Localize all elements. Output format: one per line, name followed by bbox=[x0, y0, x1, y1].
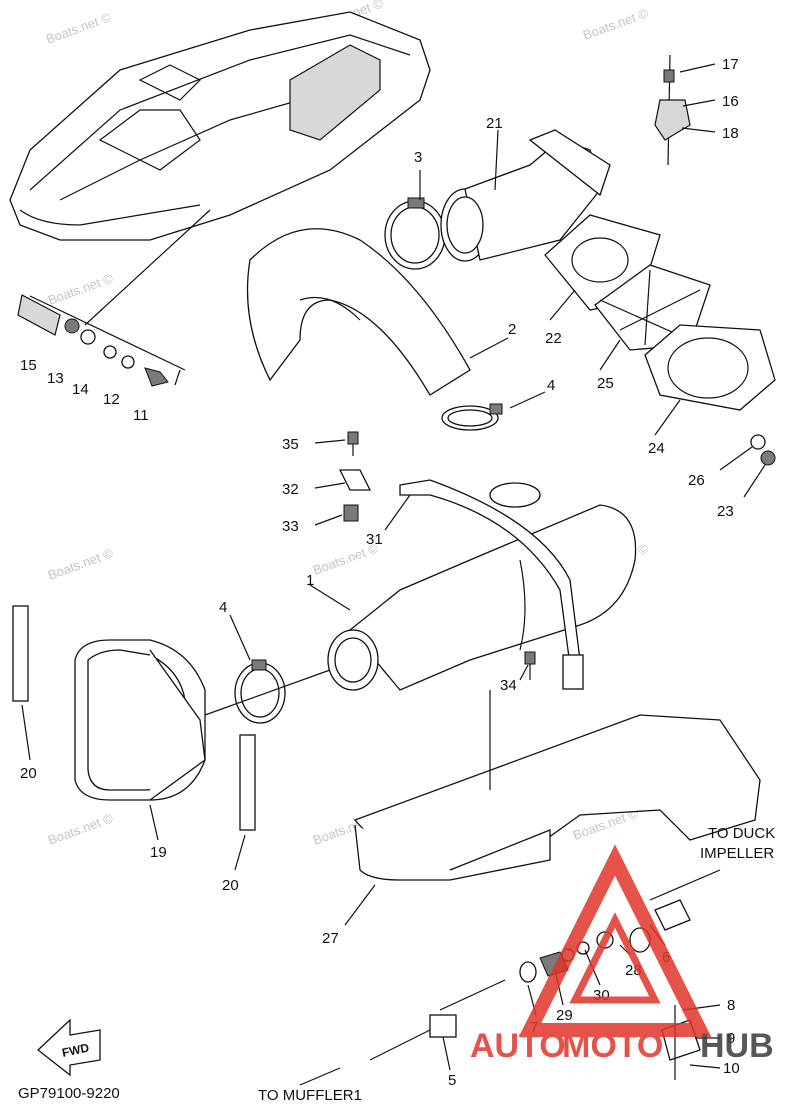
callout-20-right: 20 bbox=[222, 877, 239, 894]
callout-10: 10 bbox=[723, 1060, 740, 1077]
logo-text-auto: AUTO bbox=[470, 1027, 566, 1065]
clip-assembly-top-right bbox=[654, 54, 691, 166]
callout-33: 33 bbox=[282, 518, 299, 535]
callout-2: 2 bbox=[508, 321, 516, 338]
callout-25: 25 bbox=[597, 375, 614, 392]
muffler-1 bbox=[327, 482, 637, 691]
note-impeller: IMPELLER bbox=[700, 845, 774, 862]
muffler-support-27 bbox=[353, 690, 761, 881]
callout-8: 8 bbox=[727, 997, 735, 1014]
callout-31: 31 bbox=[366, 531, 383, 548]
callout-17: 17 bbox=[722, 56, 739, 73]
callout-5: 5 bbox=[448, 1072, 456, 1089]
logo-text-hub: HUB bbox=[700, 1027, 774, 1065]
watermark: Boats.net © bbox=[46, 545, 116, 583]
callout-4-upper: 4 bbox=[547, 377, 555, 394]
callout-11: 11 bbox=[133, 407, 149, 424]
callout-34: 34 bbox=[500, 677, 517, 694]
logo-text-moto: MOTO bbox=[562, 1027, 663, 1065]
bolt-34 bbox=[524, 651, 536, 680]
exhaust-chamber-21 bbox=[440, 129, 611, 262]
watermark: Boats.net © bbox=[46, 810, 116, 848]
watermark: Boats.net © bbox=[46, 270, 116, 308]
callout-23: 23 bbox=[717, 503, 734, 520]
callout-29: 29 bbox=[556, 1007, 573, 1024]
destination-notes: TO DUCK IMPELLER TO MUFFLER1 GP79100-922… bbox=[18, 825, 775, 1104]
callout-22: 22 bbox=[545, 330, 562, 347]
diagram-code: GP79100-9220 bbox=[18, 1085, 120, 1102]
rubber-boot-19 bbox=[74, 639, 206, 801]
callout-21: 21 bbox=[486, 115, 503, 132]
automotohub-logo: AUTO MOTO HUB bbox=[470, 844, 774, 1065]
callout-13: 13 bbox=[47, 370, 64, 387]
note-to-muffler: TO MUFFLER1 bbox=[258, 1087, 362, 1104]
callout-27: 27 bbox=[322, 930, 339, 947]
callout-16: 16 bbox=[722, 93, 739, 110]
note-to-duck: TO DUCK bbox=[708, 825, 775, 842]
callout-12: 12 bbox=[103, 391, 120, 408]
callout-26: 26 bbox=[688, 472, 705, 489]
bracket-parts bbox=[338, 431, 372, 522]
hose-clamp-4-lower bbox=[204, 659, 331, 724]
callout-35: 35 bbox=[282, 436, 299, 453]
gasket-plates bbox=[544, 214, 776, 411]
mounting-hardware-left bbox=[17, 294, 186, 387]
callout-24: 24 bbox=[648, 440, 665, 457]
callout-9: 9 bbox=[727, 1030, 735, 1047]
callout-18: 18 bbox=[722, 125, 739, 142]
exhaust-bend-pipe bbox=[246, 228, 471, 396]
leader-lines bbox=[21, 63, 766, 1086]
callout-3: 3 bbox=[414, 149, 422, 166]
callout-14: 14 bbox=[72, 381, 89, 398]
callout-4-lower: 4 bbox=[219, 599, 227, 616]
fwd-label: FWD bbox=[61, 1040, 91, 1059]
callout-19: 19 bbox=[150, 844, 167, 861]
watercraft-illustration bbox=[9, 11, 431, 326]
watermark: Boats.net © bbox=[44, 9, 114, 47]
strap-31 bbox=[399, 479, 584, 690]
foam-strips-20 bbox=[12, 605, 256, 831]
callout-20-left: 20 bbox=[20, 765, 37, 782]
nuts-26-23 bbox=[750, 434, 776, 466]
hose-clamp-3 bbox=[384, 197, 446, 270]
callout-32: 32 bbox=[282, 481, 299, 498]
callout-1: 1 bbox=[306, 572, 314, 589]
watermark: Boats.net © bbox=[581, 5, 651, 43]
callout-15: 15 bbox=[20, 357, 37, 374]
fwd-arrow: FWD bbox=[37, 1018, 101, 1077]
hose-clamp-4-upper bbox=[441, 403, 503, 431]
